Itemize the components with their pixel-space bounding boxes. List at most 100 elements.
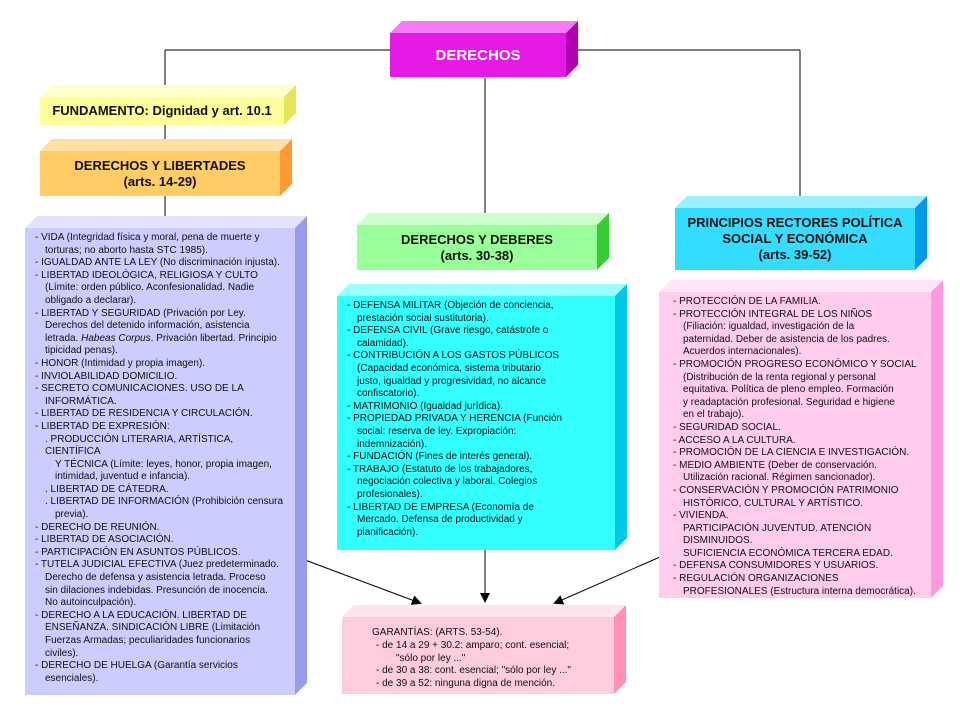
- principios-item-line: - CONSERVACIÓN Y PROMOCIÓN PATRIMONIO: [673, 484, 899, 496]
- libertades-item: - PARTICIPACIÓN EN ASUNTOS PÚBLICOS.: [35, 547, 287, 560]
- deberes-item-line: justo, igualdad y progresividad, no alca…: [357, 375, 547, 387]
- deberes-item-line: social: reserva de ley. Expropiación:: [357, 425, 517, 437]
- libertades-item-line: tipicidad penas).: [45, 345, 118, 357]
- deberes-item-line: Mercado. Defensa de productividad y: [357, 514, 523, 526]
- fundamento-box: FUNDAMENTO: Dignidad y art. 10.1: [40, 97, 284, 125]
- libertades-item-line: . LIBERTAD DE CÁTEDRA.: [45, 483, 169, 495]
- libertades-item-line: civiles).: [45, 647, 79, 659]
- libertades-item-line: - DERECHO A LA EDUCACIÓN. LIBERTAD DE: [35, 609, 247, 621]
- garantias-item-2: - de 30 a 38: cont. esencial; "sólo por …: [376, 665, 571, 677]
- libertades-item-line: esenciales).: [45, 672, 99, 684]
- garantias-item-1: - de 14 a 29 + 30.2: amparo; cont. esenc…: [376, 640, 570, 652]
- libertades-item-line: torturas; no aborto hasta STC 1985).: [45, 244, 208, 256]
- deberes-item-line: profesionales).: [357, 488, 423, 500]
- principios-item-line: - DEFENSA CONSUMIDORES Y USUARIOS.: [673, 560, 879, 572]
- libertades-item: - DERECHO DE REUNIÓN.: [35, 522, 287, 535]
- principios-item-line: HISTÓRICO, CULTURAL Y ARTÍSTICO.: [683, 497, 864, 509]
- deberes-item-line: - DEFENSA MILITAR (Objeción de concienci…: [347, 300, 554, 311]
- deberes-title: DERECHOS Y DEBERES: [401, 231, 553, 247]
- principios-item-line: en el trabajo).: [683, 409, 745, 421]
- garantias-item-1-cont: "sólo por ley ...": [396, 652, 466, 664]
- arrow-left: [304, 559, 422, 605]
- libertades-item-line: - LIBERTAD DE EXPRESIÓN:: [35, 420, 170, 432]
- libertades-item-line: ENSEÑANZA. SINDICACIÓN LIBRE (Limitación: [45, 622, 261, 634]
- principios-item-line: equitativa. Política de pleno empleo. Fo…: [683, 384, 894, 396]
- libertades-item-line: Derecho de defensa y asistencia letrada.…: [45, 572, 266, 584]
- libertades-list-box: - VIDA (Integridad física y moral, pena …: [25, 228, 295, 695]
- principios-item-line: - PROMOCIÓN DE LA CIENCIA E INVESTIGACIÓ…: [673, 447, 910, 459]
- principios-item-line: (Filiación: igualdad, investigación de l…: [683, 321, 855, 333]
- libertades-item-line: INFORMÁTICA.: [45, 395, 117, 407]
- principios-header: PRINCIPIOS RECTORES POLÍTICA SOCIAL Y EC…: [675, 208, 915, 270]
- libertades-item-line: previa).: [55, 509, 89, 521]
- libertades-item: - TUTELA JUDICIAL EFECTIVA (Juez predete…: [35, 559, 287, 609]
- libertades-item-line: No autoinculpación).: [45, 597, 137, 609]
- libertades-item: - LIBERTAD IDEOLÓGICA, RELIGIOSA Y CULTO…: [35, 270, 287, 308]
- principios-item-line: - REGULACIÓN ORGANIZACIONES: [673, 573, 839, 585]
- libertades-item-line: - VIDA (Integridad física y moral, pena …: [35, 232, 260, 243]
- libertades-item: - IGUALDAD ANTE LA LEY (No discriminació…: [35, 257, 287, 270]
- deberes-item-line: - DEFENSA CIVIL (Grave riesgo, catástrof…: [347, 325, 549, 337]
- libertades-item-line: obligado a declarar).: [45, 294, 137, 306]
- deberes-item-line: - TRABAJO (Estatuto de los trabajadores,: [347, 463, 533, 475]
- deberes-item-line: - LIBERTAD DE EMPRESA (Economía de: [347, 501, 534, 513]
- deberes-item-line: confiscatorio).: [357, 388, 420, 400]
- libertades-item-line: . PRODUCCIÓN LITERARIA, ARTÍSTICA, CIENT…: [45, 433, 234, 458]
- principios-item: - PROTECCIÓN DE LA FAMILIA.: [673, 296, 923, 309]
- libertades-item: letrada. Habeas Corpus. Privación libert…: [35, 333, 287, 346]
- libertades-item-line: Derechos del detenido información, asist…: [45, 320, 250, 332]
- libertades-item: tipicidad penas).: [35, 345, 287, 358]
- libertades-item-line: Y TÉCNICA (Límite: leyes, honor, propia …: [55, 458, 272, 470]
- libertades-item-line: - DERECHO DE HUELGA (Garantía servicios: [35, 660, 238, 672]
- deberes-item-line: calamidad).: [357, 337, 409, 349]
- libertades-item-line: - TUTELA JUDICIAL EFECTIVA (Juez predete…: [35, 559, 279, 571]
- deberes-item-line: planificación).: [357, 526, 419, 538]
- principios-item: - PROMOCIÓN DE LA CIENCIA E INVESTIGACIÓ…: [673, 447, 923, 460]
- arrow-right: [553, 556, 661, 605]
- principios-item-line: paternidad. Deber de asistencia de los p…: [683, 333, 890, 345]
- principios-item: - SEGURIDAD SOCIAL.: [673, 422, 923, 435]
- libertades-item-line: - SECRETO COMUNICACIONES. USO DE LA: [35, 383, 244, 395]
- deberes-item-line: - FUNDACIÓN (Fines de interés general).: [347, 451, 533, 463]
- deberes-list-box: - DEFENSA MILITAR (Objeción de concienci…: [337, 296, 615, 550]
- deberes-item: - DEFENSA MILITAR (Objeción de concienci…: [347, 300, 607, 325]
- libertades-item-line: - DERECHO DE REUNIÓN.: [35, 521, 160, 533]
- libertades-item-line: . LIBERTAD DE INFORMACIÓN (Prohibición c…: [45, 496, 284, 508]
- principios-item-line: DISMINUIDOS.: [683, 535, 753, 547]
- libertades-item: - HONOR (Intimidad y propia imagen).: [35, 358, 287, 371]
- libertades-item: . PRODUCCIÓN LITERARIA, ARTÍSTICA, CIENT…: [35, 434, 287, 484]
- deberes-item-line: negociación colectiva y laboral. Colegio…: [357, 476, 538, 488]
- garantias-title: GARANTÍAS: (ARTS. 53-54).: [372, 627, 503, 638]
- principios-item-line: - VIVIENDA.: [673, 510, 729, 522]
- deberes-item: - TRABAJO (Estatuto de los trabajadores,…: [347, 464, 607, 502]
- libertades-subtitle: (arts. 14-29): [123, 173, 197, 189]
- garantias-item-3: - de 39 a 52: ninguna digna de mención.: [376, 677, 556, 689]
- libertades-item: - LIBERTAD DE EXPRESIÓN:: [35, 421, 287, 434]
- principios-item: - MEDIO AMBIENTE (Deber de conservación.…: [673, 460, 923, 485]
- deberes-item: - FUNDACIÓN (Fines de interés general).: [347, 451, 607, 464]
- principios-item-line: Utilización racional. Régimen sancionado…: [683, 472, 876, 484]
- deberes-subtitle: (arts. 30-38): [440, 247, 514, 263]
- libertades-item: - LIBERTAD Y SEGURIDAD (Privación por Le…: [35, 308, 287, 333]
- principios-list: - PROTECCIÓN DE LA FAMILIA.- PROTECCIÓN …: [659, 292, 931, 604]
- deberes-list: - DEFENSA MILITAR (Objeción de concienci…: [337, 296, 615, 545]
- principios-item: - ACCESO A LA CULTURA.: [673, 435, 923, 448]
- principios-item-line: - ACCESO A LA CULTURA.: [673, 434, 796, 446]
- principios-item: - PROMOCIÓN PROGRESO ECONÓMICO Y SOCIAL(…: [673, 359, 923, 422]
- libertades-list: - VIDA (Integridad física y moral, pena …: [25, 228, 295, 691]
- principios-item: - PROTECCIÓN INTEGRAL DE LOS NIÑOS(Filia…: [673, 309, 923, 359]
- principios-item-line: (Distribución de la renta regional y per…: [683, 371, 876, 383]
- deberes-item: - DEFENSA CIVIL (Grave riesgo, catástrof…: [347, 325, 607, 350]
- deberes-item-line: (Capacidad económica, sistema tributario: [357, 362, 541, 374]
- libertades-item-line: letrada. Habeas Corpus. Privación libert…: [45, 332, 277, 344]
- deberes-item-line: indemnización).: [357, 438, 428, 450]
- libertades-item-line: - PARTICIPACIÓN EN ASUNTOS PÚBLICOS.: [35, 546, 241, 558]
- libertades-item-line: - LIBERTAD DE ASOCIACIÓN.: [35, 534, 174, 546]
- principios-item: - VIVIENDA.PARTICIPACIÓN JUVENTUD. ATENC…: [673, 510, 923, 560]
- libertades-item-line: - IGUALDAD ANTE LA LEY (No discriminació…: [35, 257, 280, 269]
